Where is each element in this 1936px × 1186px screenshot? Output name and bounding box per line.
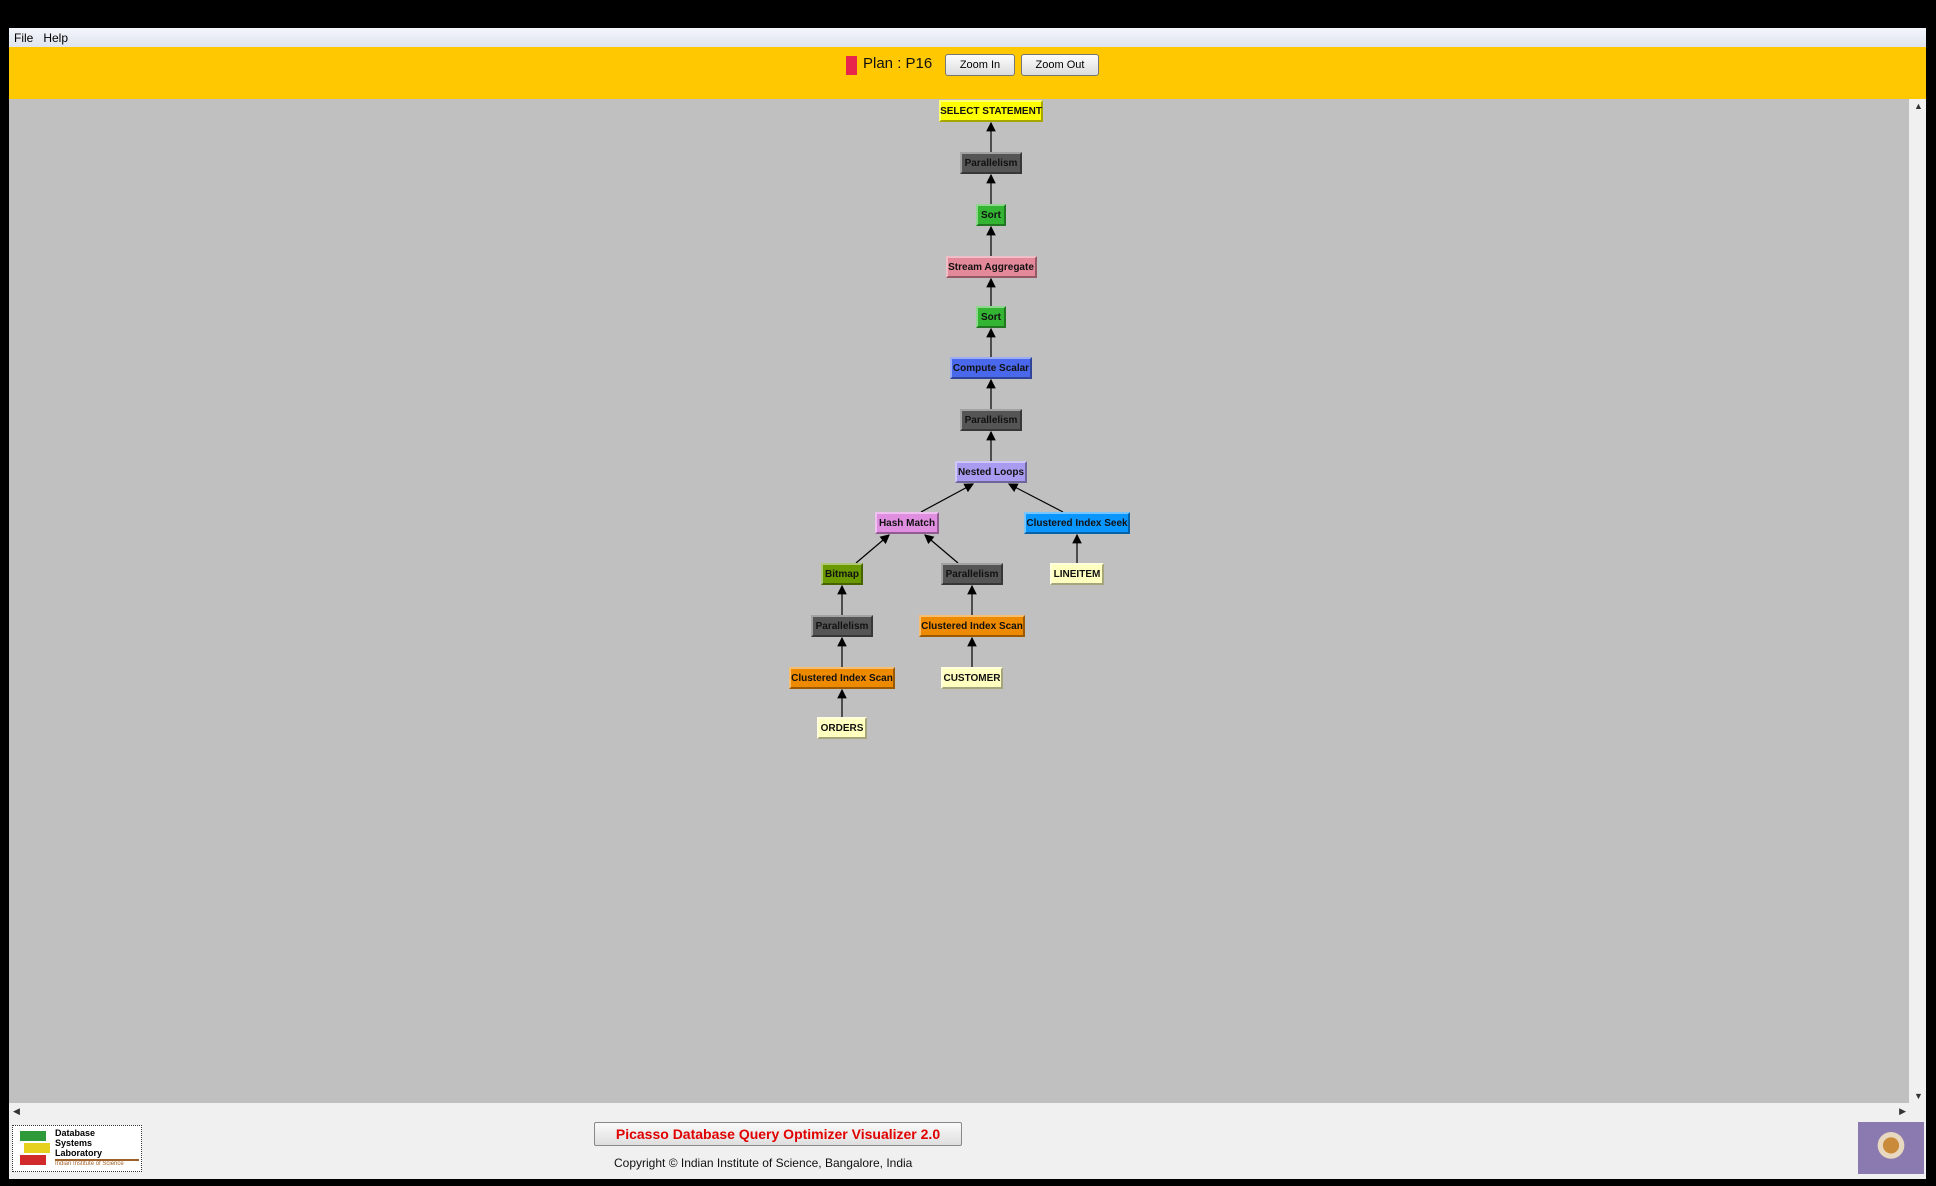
plan-label: Plan : P16 [863,55,933,72]
plan-tree-canvas [9,99,1909,1103]
logo-line-1: Database [55,1128,96,1138]
plan-node-sort[interactable]: Sort [976,204,1006,226]
scroll-left-icon[interactable]: ◀ [13,1106,20,1116]
logo-subtext: Indian Institute of Science [55,1159,139,1167]
plan-node-compute-scalar[interactable]: Compute Scalar [950,357,1032,379]
plan-node-parallelism[interactable]: Parallelism [941,563,1003,585]
plan-node-nested-loops[interactable]: Nested Loops [955,461,1027,483]
plan-node-clustered-index-scan[interactable]: Clustered Index Scan [789,667,895,689]
plan-node-select-statement[interactable]: SELECT STATEMENT [939,100,1043,122]
plan-node-clustered-index-scan[interactable]: Clustered Index Scan [919,615,1025,637]
iisc-emblem [1858,1122,1924,1174]
scroll-down-icon[interactable]: ▼ [1914,1091,1923,1101]
plan-color-swatch [846,56,857,75]
menu-help[interactable]: Help [43,30,69,45]
menu-file[interactable]: File [14,30,34,45]
plan-node-clustered-index-seek[interactable]: Clustered Index Seek [1024,512,1130,534]
plan-node-parallelism[interactable]: Parallelism [960,152,1022,174]
plan-node-customer[interactable]: CUSTOMER [941,667,1003,689]
logo-line-3: Laboratory [55,1148,103,1158]
toolbar: Plan : P16 Zoom In Zoom Out [9,47,1926,100]
plan-node-sort[interactable]: Sort [976,306,1006,328]
zoom-in-button[interactable]: Zoom In [945,54,1015,76]
plan-node-stream-aggregate[interactable]: Stream Aggregate [945,256,1037,278]
plan-node-bitmap[interactable]: Bitmap [821,563,863,585]
logo-line-2: Systems [55,1138,93,1148]
scroll-up-icon[interactable]: ▲ [1914,101,1923,111]
horizontal-scrollbar[interactable]: ◀ ▶ [9,1103,1926,1121]
copyright-text: Copyright © Indian Institute of Science,… [614,1156,913,1170]
plan-node-parallelism[interactable]: Parallelism [811,615,873,637]
zoom-out-button[interactable]: Zoom Out [1021,54,1099,76]
app-title-button[interactable]: Picasso Database Query Optimizer Visuali… [594,1122,962,1146]
plan-node-lineitem[interactable]: LINEITEM [1050,563,1104,585]
plan-node-parallelism[interactable]: Parallelism [960,409,1022,431]
plan-node-hash-match[interactable]: Hash Match [875,512,939,534]
footer: Database Systems Laboratory Indian Insti… [9,1120,1926,1179]
dsl-logo: Database Systems Laboratory Indian Insti… [12,1125,142,1172]
scroll-right-icon[interactable]: ▶ [1899,1106,1906,1116]
plan-node-orders[interactable]: ORDERS [817,717,867,739]
menu-bar: File Help [9,28,1926,47]
vertical-scrollbar[interactable]: ▲ ▼ [1909,99,1926,1103]
